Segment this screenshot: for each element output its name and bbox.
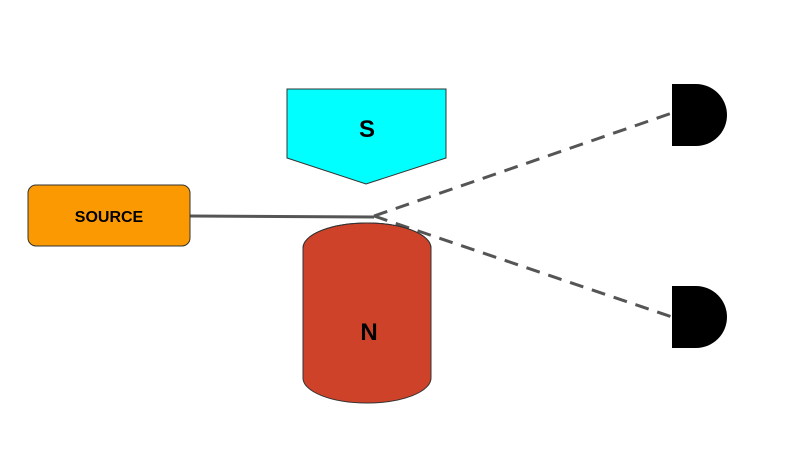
source-label: SOURCE	[75, 209, 144, 226]
upper-split-beam	[373, 111, 673, 218]
south-pole-magnet: S	[286, 88, 447, 185]
south-pole-label: S	[359, 116, 375, 143]
source-box: SOURCE	[27, 184, 191, 247]
north-pole-label: N	[360, 319, 377, 346]
lower-detector	[672, 286, 727, 348]
incoming-beam	[189, 214, 375, 219]
north-pole-magnet: N	[302, 222, 432, 404]
lower-split-beam	[373, 214, 673, 319]
upper-detector	[672, 84, 727, 146]
